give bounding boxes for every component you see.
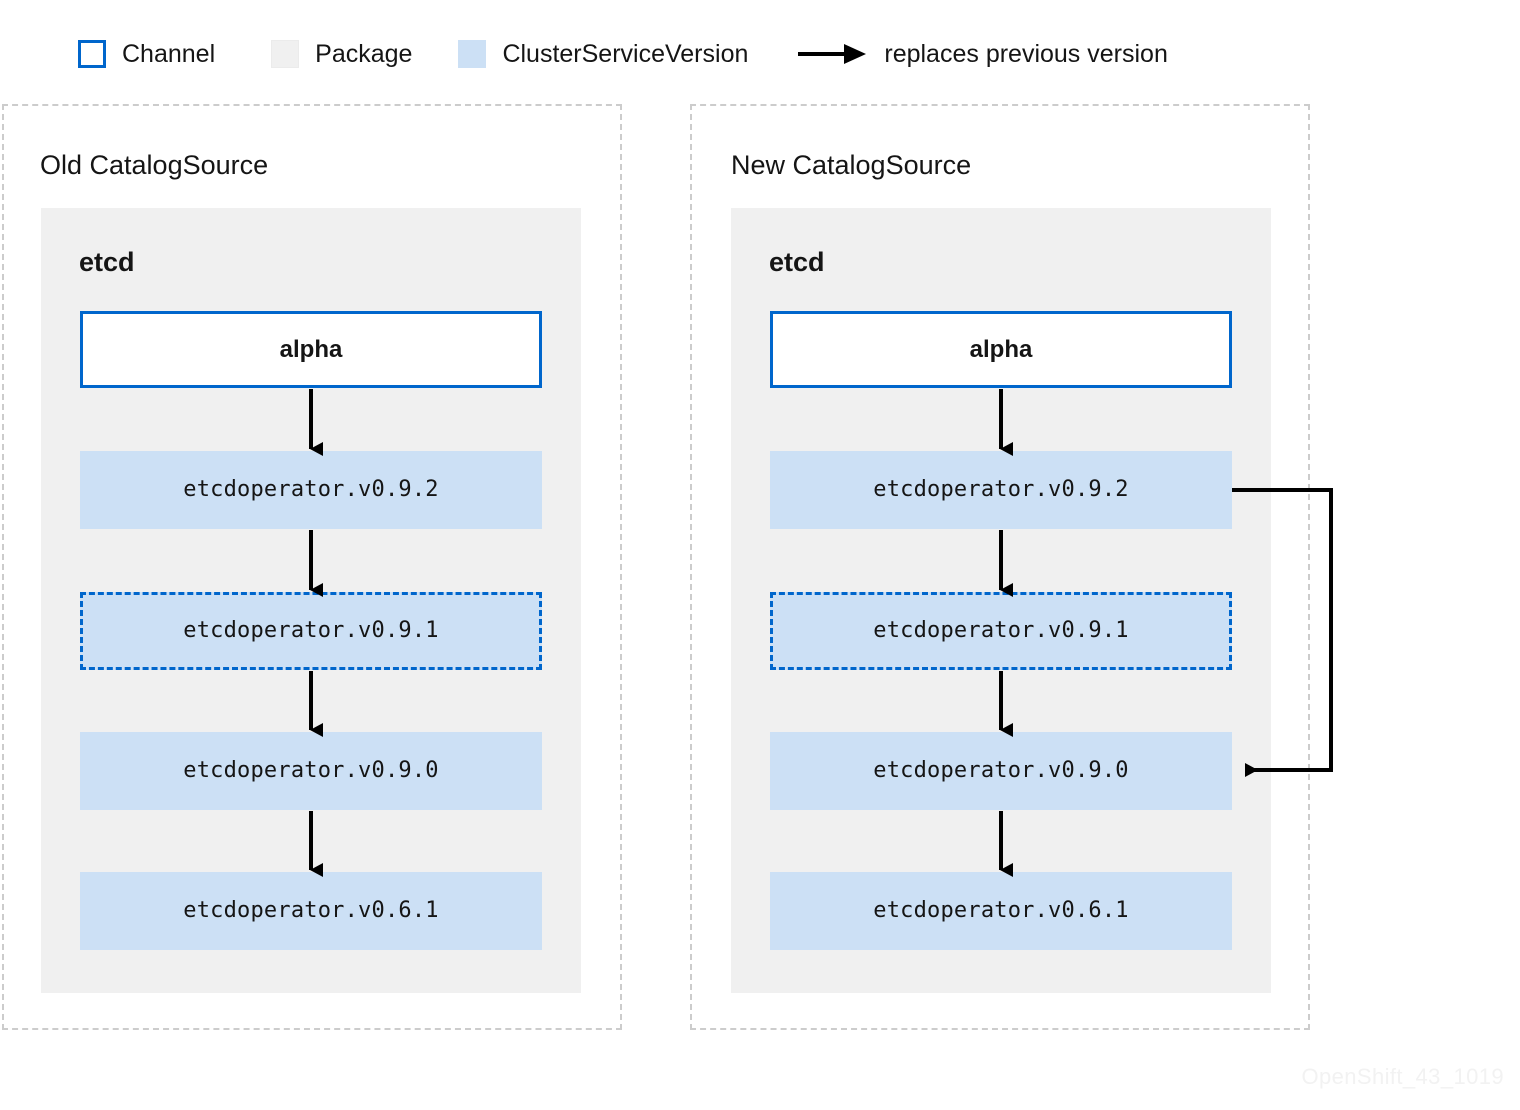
- csv-box-new-v0-9-0[interactable]: etcdoperator.v0.9.0: [770, 732, 1232, 810]
- csv-box-old-v0-9-0[interactable]: etcdoperator.v0.9.0: [80, 732, 542, 810]
- csv-label: etcdoperator.v0.6.1: [873, 898, 1129, 923]
- legend: Channel Package ClusterServiceVersion re…: [78, 36, 1168, 72]
- legend-label-clusterserviceversion: ClusterServiceVersion: [502, 39, 749, 68]
- channel-name-new: alpha: [969, 335, 1033, 363]
- csv-box-old-v0-9-2[interactable]: etcdoperator.v0.9.2: [80, 451, 542, 529]
- csv-box-new-v0-6-1[interactable]: etcdoperator.v0.6.1: [770, 872, 1232, 950]
- legend-item-package: Package: [271, 36, 412, 72]
- package-name-new: etcd: [769, 247, 825, 277]
- legend-label-package: Package: [315, 39, 413, 68]
- channel-name-old: alpha: [279, 335, 343, 363]
- csv-label: etcdoperator.v0.9.1: [183, 618, 439, 643]
- csv-box-new-v0-9-1[interactable]: etcdoperator.v0.9.1: [770, 592, 1232, 670]
- channel-box-old[interactable]: alpha: [80, 311, 542, 388]
- csv-box-new-v0-9-2[interactable]: etcdoperator.v0.9.2: [770, 451, 1232, 529]
- channel-box-new[interactable]: alpha: [770, 311, 1232, 388]
- csv-box-old-v0-9-1[interactable]: etcdoperator.v0.9.1: [80, 592, 542, 670]
- csv-label: etcdoperator.v0.6.1: [183, 898, 439, 923]
- legend-label-channel: Channel: [122, 39, 216, 68]
- csv-label: etcdoperator.v0.9.2: [873, 477, 1129, 502]
- catalogsource-title-old: Old CatalogSource: [40, 150, 269, 180]
- right-arrow-icon: [798, 44, 867, 64]
- csv-label: etcdoperator.v0.9.2: [183, 477, 439, 502]
- legend-item-channel: Channel: [78, 36, 215, 72]
- catalogsource-title-new: New CatalogSource: [731, 150, 972, 180]
- csv-label: etcdoperator.v0.9.0: [873, 758, 1129, 783]
- package-swatch-icon: [271, 40, 300, 68]
- clusterserviceversion-swatch-icon: [458, 40, 487, 68]
- csv-box-old-v0-6-1[interactable]: etcdoperator.v0.6.1: [80, 872, 542, 950]
- watermark: OpenShift_43_1019: [1301, 1064, 1504, 1089]
- legend-item-replaces: replaces previous version: [796, 36, 1168, 72]
- legend-item-clusterserviceversion: ClusterServiceVersion: [458, 36, 748, 72]
- csv-label: etcdoperator.v0.9.1: [873, 618, 1129, 643]
- package-name-old: etcd: [79, 247, 135, 277]
- csv-label: etcdoperator.v0.9.0: [183, 758, 439, 783]
- channel-swatch-icon: [78, 40, 106, 68]
- catalogsource-panel-old: [2, 104, 622, 1030]
- legend-label-replaces: replaces previous version: [884, 39, 1168, 68]
